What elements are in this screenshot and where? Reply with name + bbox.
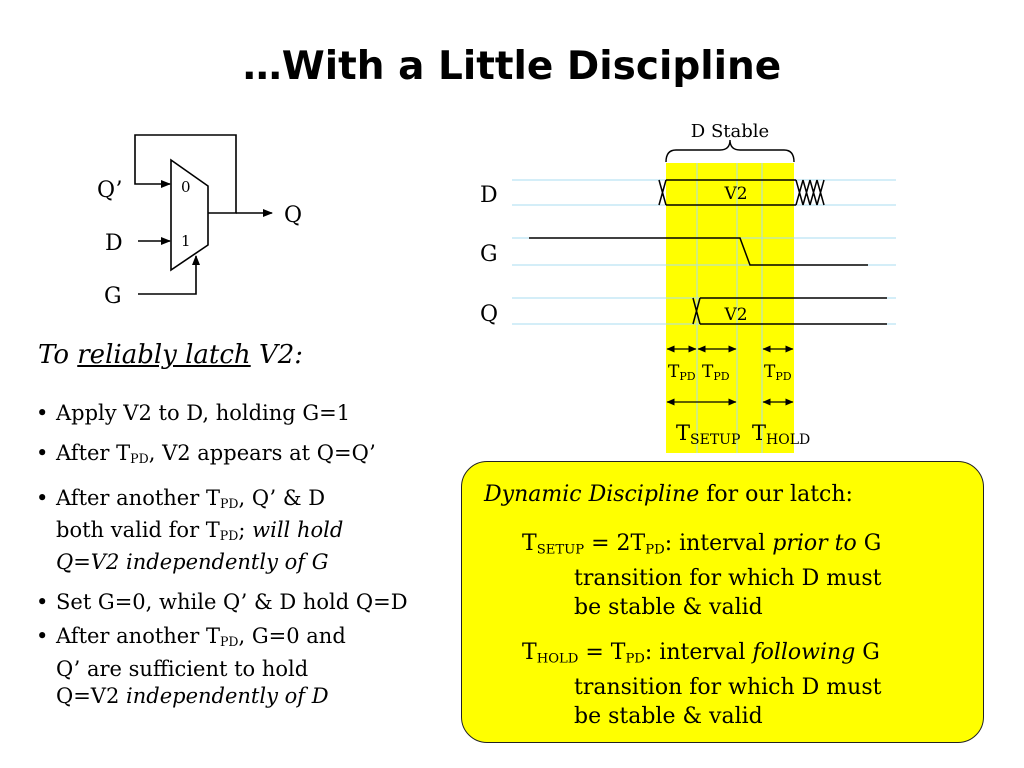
procedure-list: Apply V2 to D, holding G=1 After TPD, V2… (36, 400, 408, 723)
d-value-label: V2 (723, 184, 747, 204)
signal-label-q: Q (480, 302, 498, 327)
bullet-2: After TPD, V2 appears at Q=Q’ (36, 440, 408, 472)
mux-input0-label: Q’ (97, 178, 122, 203)
setup-definition: TSETUP = 2TPD: interval prior to G trans… (522, 531, 882, 621)
mux-select-label: G (104, 284, 122, 309)
tpd-label-1: TPD (668, 362, 696, 383)
page-title: …With a Little Discipline (242, 44, 782, 89)
g-select-wire (138, 255, 200, 295)
bullet-1: Apply V2 to D, holding G=1 (36, 400, 408, 427)
signal-label-g: G (480, 242, 498, 267)
dynamic-discipline-box: Dynamic Discipline for our latch: TSETUP… (461, 461, 984, 743)
signal-label-d: D (480, 183, 498, 208)
d-stable-label: D Stable (691, 121, 769, 142)
tsetup-label: TSETUP (676, 421, 740, 448)
tpd-label-3: TPD (764, 362, 792, 383)
q-waveform (692, 297, 887, 325)
mux-body (170, 158, 209, 272)
hold-definition: THOLD = TPD: interval following G transi… (522, 640, 882, 730)
box-heading: Dynamic Discipline for our latch: (484, 482, 853, 507)
d-waveform (658, 179, 825, 206)
q-value-label: V2 (723, 305, 747, 325)
mux-output-label: Q (284, 203, 302, 228)
mux-port0-label: 0 (181, 178, 191, 196)
tpd-label-2: TPD (702, 362, 730, 383)
thold-label: THOLD (752, 421, 810, 448)
bullet-4: Set G=0, while Q’ & D hold Q=D (36, 589, 408, 616)
g-waveform (529, 237, 868, 266)
feedback-wire (134, 134, 237, 214)
d-stable-brace (665, 139, 795, 163)
mux-port1-label: 1 (181, 232, 191, 250)
mux-input1-label: D (105, 231, 123, 256)
latch-heading: To reliably latch V2: (38, 340, 304, 370)
tpd-arrows (666, 345, 794, 406)
